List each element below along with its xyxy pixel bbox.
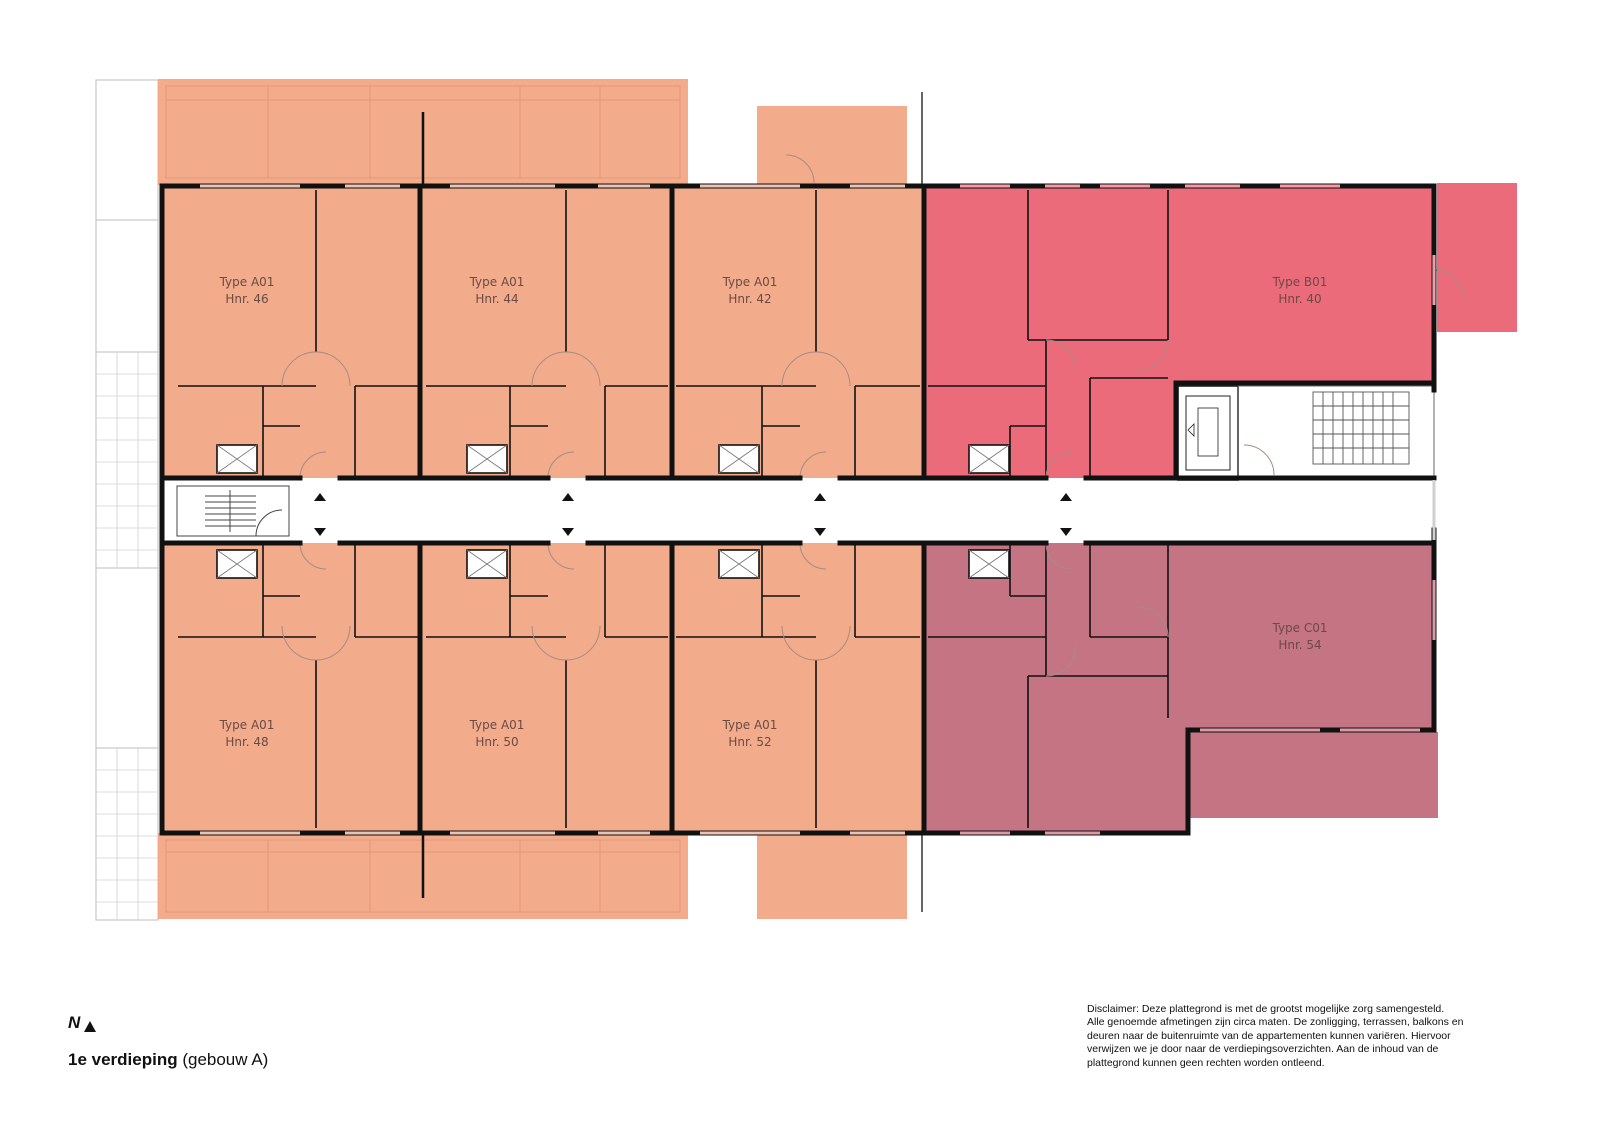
north-arrow-icon: N [68, 1013, 96, 1032]
unit-44 [420, 186, 672, 478]
door-swings [281, 154, 1465, 677]
left-strip-grid [96, 352, 158, 920]
floor-title: 1e verdieping (gebouw A) [68, 1050, 268, 1070]
legend: N 1e verdieping (gebouw A) [68, 1012, 268, 1070]
unit-48 [162, 543, 420, 833]
entry-arrow-54 [1060, 528, 1072, 536]
balcony-south [757, 833, 907, 919]
stair-west [176, 485, 290, 537]
entry-arrow-48 [314, 528, 326, 536]
disclaimer-text: Disclaimer: Deze plattegrond is met de g… [1087, 1003, 1464, 1069]
unit-number-label: Hnr. 50 [475, 735, 518, 749]
unit-type-label: Type A01 [722, 275, 778, 289]
unit-42 [672, 186, 924, 478]
left-outdoor-strip [95, 79, 159, 921]
unit-labels: Type A01 Hnr. 46 Type A01 Hnr. 44 Type A… [219, 275, 1328, 749]
unit-54-lower [924, 730, 1188, 833]
floor-title-building: (gebouw A) [177, 1050, 269, 1069]
windows [200, 184, 1436, 835]
floor-title-bold: 1e verdieping [68, 1050, 178, 1069]
unit-type-label: Type A01 [219, 718, 275, 732]
lift-core [1177, 385, 1239, 481]
unit-number-label: Hnr. 48 [225, 735, 268, 749]
interior-walls [178, 190, 1169, 828]
unit-number-label: Hnr. 44 [475, 292, 518, 306]
unit-52 [672, 543, 924, 833]
entry-arrow-50 [562, 528, 574, 536]
entry-arrow-44 [562, 493, 574, 501]
unit-number-label: Hnr. 52 [728, 735, 771, 749]
unit-number-label: Hnr. 42 [728, 292, 771, 306]
corridor [162, 478, 1434, 543]
unit-number-label: Hnr. 54 [1278, 638, 1321, 652]
unit-type-label: Type B01 [1272, 275, 1328, 289]
north-letter: N [68, 1013, 81, 1032]
unit-50 [420, 543, 672, 833]
entry-arrow-42 [814, 493, 826, 501]
unit-type-label: Type C01 [1271, 621, 1327, 635]
terrace-grid [165, 85, 681, 913]
balcony-east-b01 [1437, 183, 1517, 332]
unit-type-label: Type A01 [722, 718, 778, 732]
unit-type-label: Type A01 [469, 275, 525, 289]
entry-arrow-46 [314, 493, 326, 501]
unit-type-label: Type A01 [469, 718, 525, 732]
unit-type-label: Type A01 [219, 275, 275, 289]
apartments [162, 186, 1434, 833]
balcony-north [757, 106, 907, 185]
unit-46 [162, 186, 420, 478]
entry-arrow-52 [814, 528, 826, 536]
entry-arrow-40 [1060, 493, 1072, 501]
unit-number-label: Hnr. 46 [225, 292, 268, 306]
terrace-c01 [1188, 732, 1438, 818]
stair-east [1237, 385, 1435, 479]
unit-number-label: Hnr. 40 [1278, 292, 1321, 306]
entry-markers [314, 493, 1072, 536]
